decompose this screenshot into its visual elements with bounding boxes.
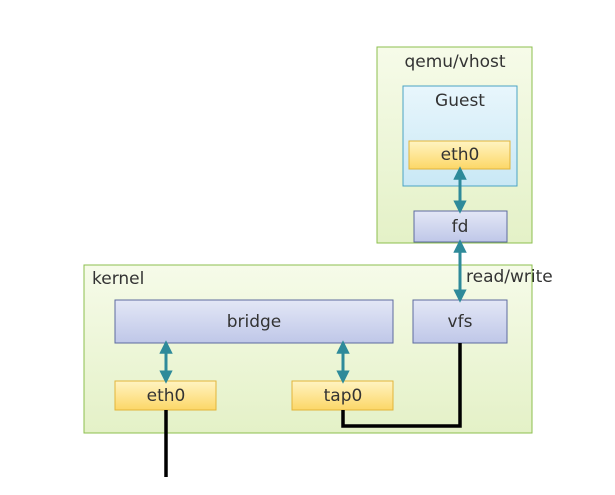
kernel-label: kernel xyxy=(92,269,144,289)
tap0-vfs-wire xyxy=(341,343,462,428)
tap0-node: tap0 xyxy=(291,380,394,411)
guest-container: Guest xyxy=(402,85,518,187)
eth0-label: eth0 xyxy=(147,386,186,406)
guest-eth0-label: eth0 xyxy=(441,145,480,165)
read-write-label: read/write xyxy=(466,267,553,287)
guest-label: Guest xyxy=(435,91,485,111)
fd-label: fd xyxy=(452,217,469,237)
bridge-node: bridge xyxy=(114,299,394,344)
eth0-node: eth0 xyxy=(114,380,217,411)
qemu-vhost-label: qemu/vhost xyxy=(404,52,505,72)
fd-node: fd xyxy=(413,210,508,243)
guest-eth0-node: eth0 xyxy=(408,140,511,170)
vfs-node: vfs xyxy=(412,299,508,344)
tap0-label: tap0 xyxy=(324,386,363,406)
bridge-label: bridge xyxy=(227,312,282,332)
vfs-label: vfs xyxy=(448,312,473,332)
